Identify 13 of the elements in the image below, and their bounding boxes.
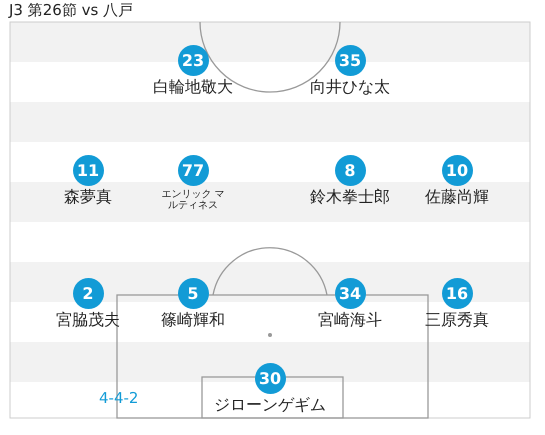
player-name: 向井ひな太 [310,77,390,96]
player-name: 森夢真 [64,187,112,206]
player-name: 白輪地敬大 [153,77,233,96]
player-name: 鈴木拳士郎 [310,187,390,206]
player-name: 宮崎海斗 [318,310,382,329]
player-name: 宮脇茂夫 [56,310,120,329]
player-name: 篠崎輝和 [161,310,225,329]
formation-label: 4-4-2 [99,389,138,407]
player-name: 佐藤尚輝 [425,187,489,206]
player-name: 三原秀真 [425,310,489,329]
player-name: エンリック マルティネス [160,189,226,211]
title: J3 第26節 vs 八戸 [9,1,134,20]
player-name: ジローンゲギム [214,395,326,414]
